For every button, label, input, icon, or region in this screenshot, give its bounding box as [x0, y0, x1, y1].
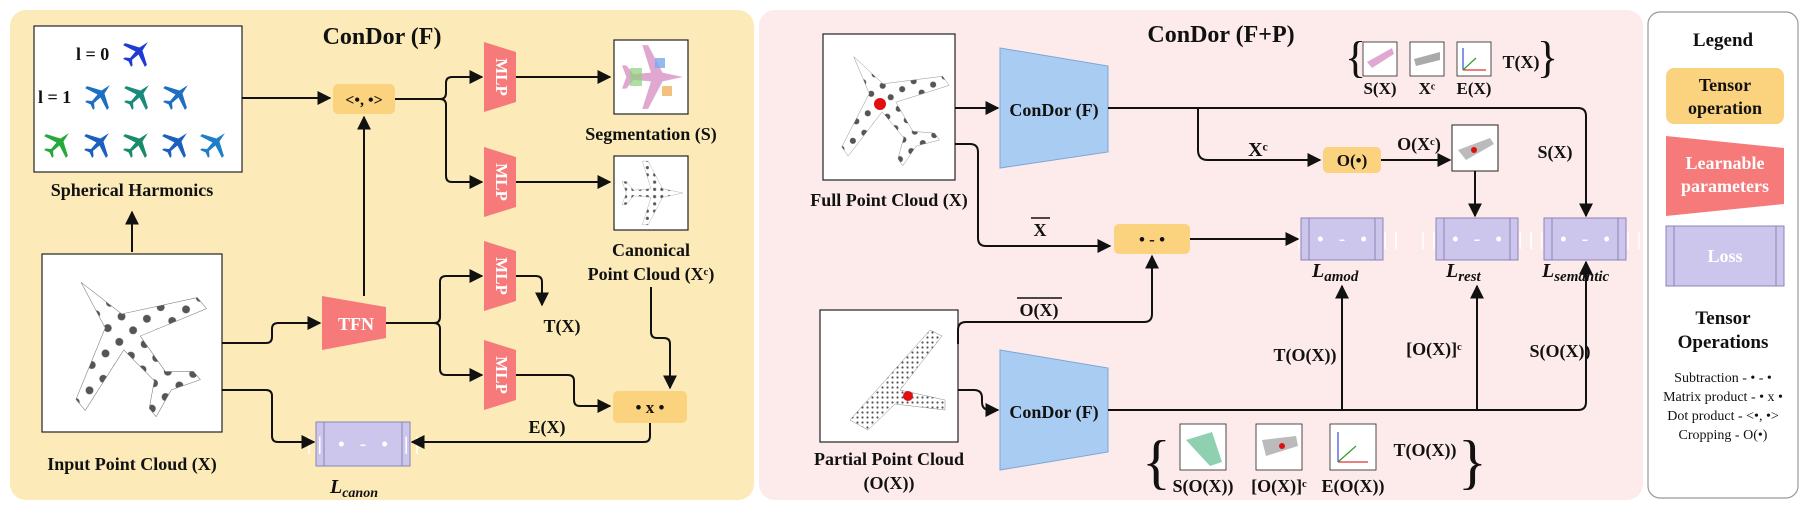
loss-amod-box: || • - • || — [1283, 217, 1402, 261]
subtraction-label: • - • — [1139, 230, 1165, 249]
top-item-0: S(X) — [1363, 79, 1396, 98]
top-item-2: E(X) — [1457, 79, 1492, 98]
legend-op-cropping: Cropping - O(•) — [1679, 428, 1768, 443]
canonical-label-2: Point Cloud (Xᶜ) — [588, 264, 715, 285]
loss-semantic-box: || • - • || — [1526, 217, 1645, 261]
matrix-product-label: • x • — [636, 398, 665, 417]
top-bracket-ex-image — [1456, 41, 1492, 77]
oxc-label: O(Xᶜ) — [1397, 134, 1441, 155]
top-bracket-tx: T(X) — [1503, 52, 1540, 73]
legend-op-subtraction: Subtraction - • - • — [1674, 371, 1772, 386]
tfn-block — [322, 296, 386, 350]
loss-canon-box: || • - • || — [304, 421, 423, 467]
condor-bottom-block: ConDor (F) — [999, 349, 1109, 471]
mlp-canonical: MLP — [484, 147, 516, 217]
sx-label: S(X) — [1538, 142, 1573, 163]
top-item-1: Xᶜ — [1419, 79, 1436, 98]
loss-amod-box-label: || • - • || — [1283, 231, 1402, 251]
legend-loss-swatch: Loss — [1665, 225, 1785, 287]
mlp-tx-label: MLP — [492, 257, 511, 295]
legend-panel: Legend Tensor operation Learnable parame… — [1647, 11, 1799, 499]
oxbar-label: O(X) — [1020, 300, 1059, 321]
loss-canon-box-label: || • - • || — [304, 436, 423, 456]
legend-op-matrix-product: Matrix product - • x • — [1663, 390, 1783, 405]
full-point-cloud-plane — [801, 19, 973, 190]
loss-canon-label: Lcanon — [329, 476, 378, 501]
bottom-item-2: E(O(X)) — [1322, 476, 1385, 497]
crop-op-label: O(•) — [1337, 151, 1368, 170]
full-point-cloud-label: Full Point Cloud (X) — [810, 190, 968, 211]
mlp-seg-label: MLP — [492, 58, 511, 96]
tx-label: T(X) — [544, 316, 581, 337]
condor-bottom-label: ConDor (F) — [1009, 402, 1098, 423]
svg-text:{: { — [1345, 33, 1366, 82]
legend-loss-label: Loss — [1707, 246, 1742, 266]
bottom-item-0: S(O(X)) — [1173, 476, 1234, 497]
partial-label-2: (O(X)) — [864, 473, 915, 494]
left-edges — [125, 70, 677, 449]
legend-op-dot-product: Dot product - <•, •> — [1667, 409, 1779, 424]
subtraction-op — [1114, 224, 1190, 254]
mlp-ex: MLP — [484, 340, 516, 410]
input-point-cloud-label: Input Point Cloud (X) — [47, 454, 217, 475]
ex-label: E(X) — [529, 417, 566, 438]
bottom-bracket-tx: T(O(X)) — [1394, 440, 1457, 461]
right-panel: ConDor (F+P) Full Point Cloud (X) Partia… — [759, 10, 1644, 500]
ox-c-label: [O(X)]ᶜ — [1406, 339, 1462, 360]
legend-learnable-1: Learnable — [1686, 153, 1765, 173]
condor-top-block: ConDor (F) — [999, 47, 1109, 169]
dot-product-label: <•, •> — [345, 92, 382, 109]
xc-label: Xᶜ — [1248, 139, 1268, 161]
sh-l1-label: l = 1 — [38, 87, 71, 107]
loss-semantic-label: Lsemantic — [1541, 260, 1610, 285]
legend-tensor-op-1: Tensor — [1699, 75, 1751, 95]
mlp-canonical-label: MLP — [492, 163, 511, 201]
svg-text:{: { — [1142, 429, 1171, 495]
partial-label-1: Partial Point Cloud — [814, 449, 964, 469]
legend-tensor-op-swatch — [1666, 68, 1784, 124]
right-edges — [955, 101, 1593, 417]
bottom-item-1: [O(X)]ᶜ — [1251, 476, 1307, 497]
dot-product-op — [333, 84, 395, 114]
top-bracket-group: { S(X) Xᶜ E(X) T(X) } — [1345, 33, 1558, 98]
crop-center-dot — [874, 98, 886, 110]
legend-tensor-op-2: operation — [1688, 98, 1762, 118]
mlp-tx: MLP — [484, 241, 516, 311]
loss-rest-box: || • - • || — [1418, 217, 1537, 261]
legend-ops-title-2: Operations — [1678, 332, 1769, 353]
canonical-label-1: Canonical — [612, 240, 690, 260]
legend-learnable-2: parameters — [1681, 176, 1769, 196]
tfn-label: TFN — [338, 314, 374, 334]
loss-rest-box-label: || • - • || — [1418, 231, 1537, 251]
segmentation-label: Segmentation (S) — [585, 124, 717, 145]
t-ox-label: T(O(X)) — [1274, 345, 1337, 366]
loss-rest-label: Lrest — [1445, 260, 1482, 285]
svg-text:}: } — [1458, 429, 1487, 495]
s-ox-label: S(O(X)) — [1530, 341, 1591, 362]
bottom-bracket-ex-image — [1329, 423, 1377, 471]
sh-l0-label: l = 0 — [76, 44, 109, 64]
input-point-cloud-image — [41, 253, 223, 433]
segmentation-plane — [622, 45, 683, 109]
xbar-label: X — [1034, 220, 1047, 240]
loss-amod-label: Lamod — [1311, 260, 1359, 285]
loss-semantic-box-label: || • - • || — [1526, 231, 1645, 251]
legend-learnable-swatch — [1666, 136, 1784, 216]
bottom-bracket-group: { S(O(X)) [O(X)]ᶜ E(O(X)) T(O(X)) } — [1142, 423, 1487, 497]
condor-top-label: ConDor (F) — [1009, 100, 1098, 121]
left-panel-title: ConDor (F) — [323, 24, 442, 50]
crop-op — [1323, 147, 1381, 173]
mlp-seg: MLP — [484, 42, 516, 112]
right-panel-bg — [759, 10, 1643, 500]
svg-text:}: } — [1537, 33, 1558, 82]
legend-ops-title-1: Tensor — [1695, 308, 1751, 329]
matrix-product-op — [613, 391, 687, 423]
sh-label: Spherical Harmonics — [51, 180, 214, 200]
right-panel-title: ConDor (F+P) — [1147, 22, 1294, 48]
partial-point-cloud-plane — [849, 329, 946, 431]
mlp-ex-label: MLP — [492, 356, 511, 394]
legend-title: Legend — [1693, 30, 1754, 51]
left-panel: ConDor (F) l = 0 l = 1 Spherical Harmoni… — [10, 10, 754, 501]
